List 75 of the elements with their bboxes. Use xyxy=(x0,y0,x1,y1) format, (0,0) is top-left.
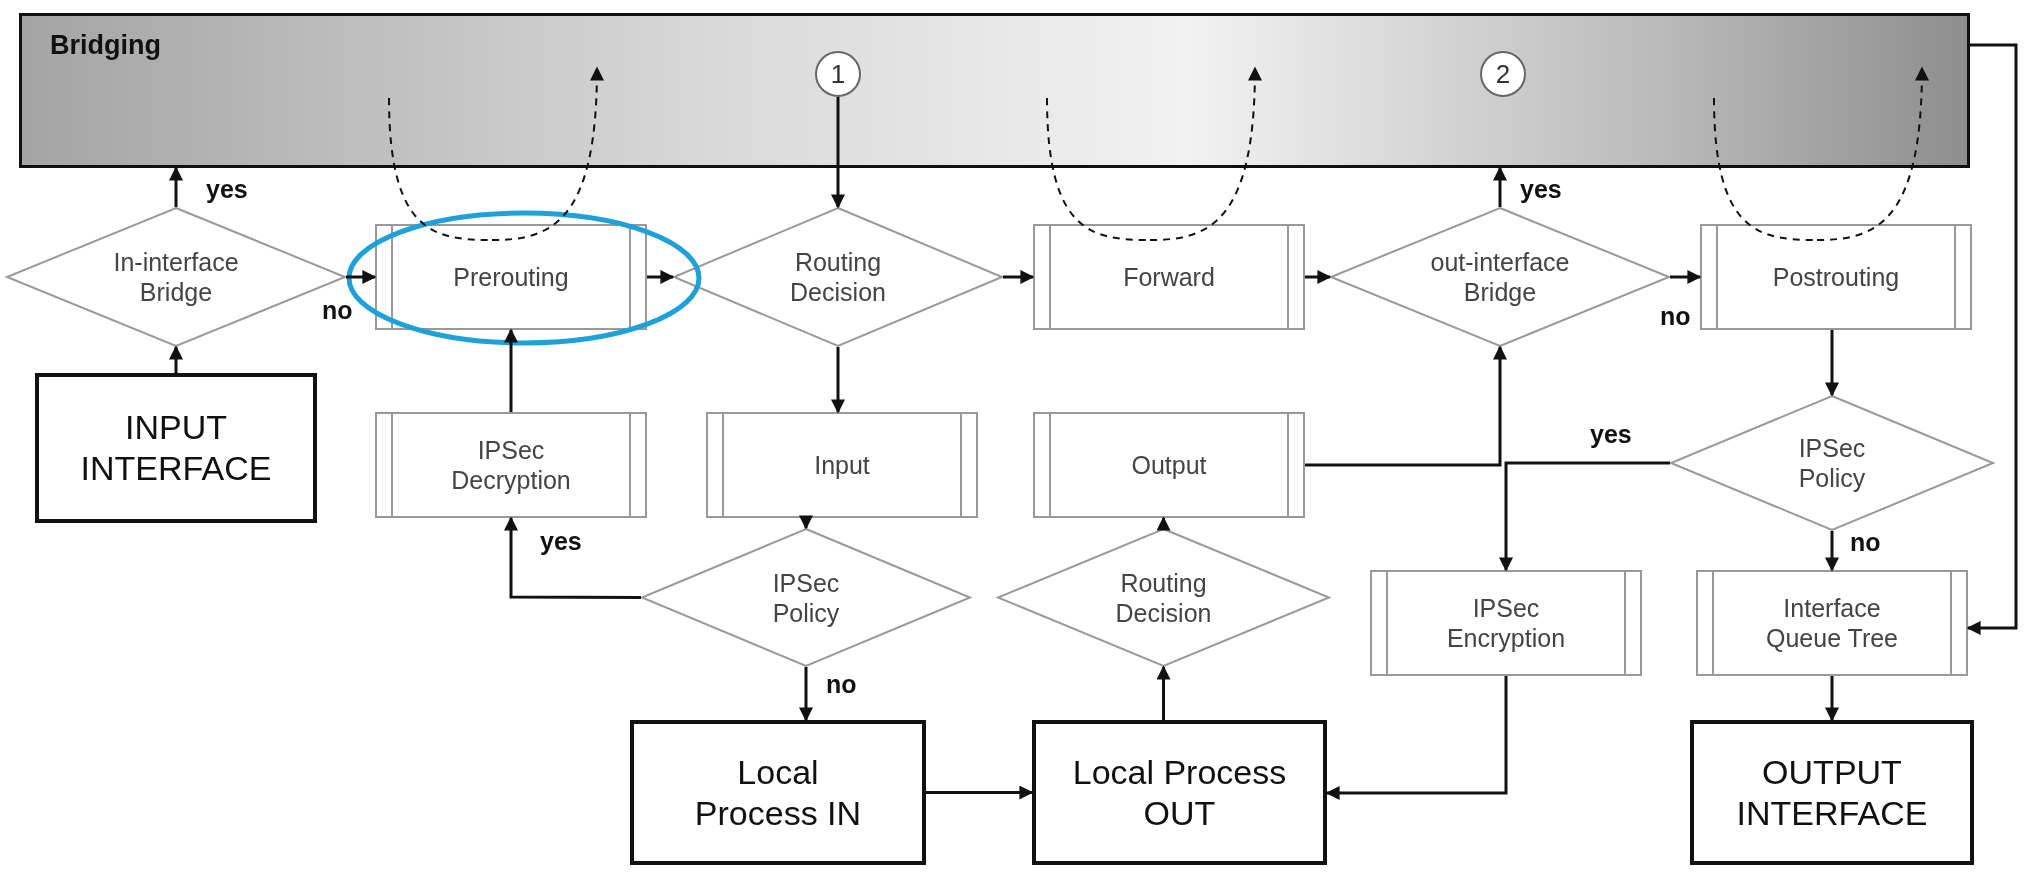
arrow xyxy=(504,328,518,412)
decision-diamond xyxy=(997,528,1330,667)
arrow xyxy=(647,270,675,284)
step-label: IPSec Encryption xyxy=(1445,593,1567,653)
arrow xyxy=(799,667,813,722)
arrow xyxy=(1499,461,1670,572)
step-label: Forward xyxy=(1123,262,1215,292)
step-label: Interface Queue Tree xyxy=(1765,593,1899,653)
bridging-band xyxy=(19,13,1970,168)
edge-label: no xyxy=(1850,528,1881,557)
step-label: Local Process OUT xyxy=(1071,751,1288,834)
step-label: Routing Decision xyxy=(789,247,887,307)
arrow xyxy=(831,97,845,209)
step-label: INPUT INTERFACE xyxy=(79,407,273,489)
arrow xyxy=(1305,345,1507,467)
arrow xyxy=(1156,665,1171,720)
terminal-box xyxy=(630,720,926,865)
circle-number: 2 xyxy=(1495,58,1511,90)
step-label: Input xyxy=(814,450,870,480)
step-label: IPSec Policy xyxy=(771,567,841,628)
process-box xyxy=(375,224,647,330)
step-label: In-interface Bridge xyxy=(112,247,240,307)
arrow xyxy=(831,347,845,414)
step-label: Prerouting xyxy=(453,262,569,292)
arrow xyxy=(169,166,183,207)
band-title: Bridging xyxy=(50,30,161,61)
process-box xyxy=(375,412,647,518)
dashed-arrow xyxy=(1816,66,1929,241)
edge-label: yes xyxy=(206,175,248,204)
arrow xyxy=(1670,270,1702,284)
process-box xyxy=(1696,570,1968,676)
process-box xyxy=(1033,224,1305,330)
arrow xyxy=(1305,270,1332,284)
terminal-box xyxy=(1032,720,1327,865)
edge-label: yes xyxy=(540,527,582,556)
step-label: Routing Decision xyxy=(1114,567,1213,628)
arrow xyxy=(1156,516,1171,531)
arrow xyxy=(346,270,377,284)
step-label: IPSec Policy xyxy=(1797,433,1867,493)
arrow xyxy=(926,785,1034,800)
step-label: OUTPUT INTERFACE xyxy=(1735,751,1929,834)
circle-number: 1 xyxy=(830,58,846,90)
numbered-circle xyxy=(1480,51,1526,97)
arrow xyxy=(1825,531,1839,572)
arrow xyxy=(1825,676,1839,722)
step-label: IPSec Decryption xyxy=(450,435,572,495)
terminal-box xyxy=(1690,720,1974,865)
process-box xyxy=(1033,412,1305,518)
edge-label: no xyxy=(322,296,353,325)
step-label: out-interface Bridge xyxy=(1429,247,1571,307)
process-box xyxy=(706,412,978,518)
arrow xyxy=(799,515,813,530)
dashed-arrow xyxy=(491,66,604,241)
process-box xyxy=(1700,224,1972,330)
edge-label: no xyxy=(1660,302,1691,331)
arrow xyxy=(1493,166,1507,207)
terminal-box xyxy=(35,373,317,523)
step-label: Output xyxy=(1131,450,1207,480)
arrow xyxy=(1966,43,2018,635)
process-box xyxy=(1370,570,1642,676)
arrow xyxy=(1003,270,1035,284)
step-label: Postrouting xyxy=(1772,262,1900,292)
arrow xyxy=(1325,676,1508,800)
arrow xyxy=(1825,330,1839,397)
edge-label: yes xyxy=(1590,420,1632,449)
decision-diamond xyxy=(1670,395,1994,531)
decision-diamond xyxy=(673,207,1003,347)
numbered-circle xyxy=(815,51,861,97)
arrow xyxy=(504,516,641,599)
edge-label: yes xyxy=(1520,175,1562,204)
dashed-arrow xyxy=(1149,66,1262,241)
decision-diamond xyxy=(641,528,971,667)
edge-label: no xyxy=(826,670,857,699)
step-label: Local Process IN xyxy=(693,751,863,834)
arrow xyxy=(169,345,183,373)
